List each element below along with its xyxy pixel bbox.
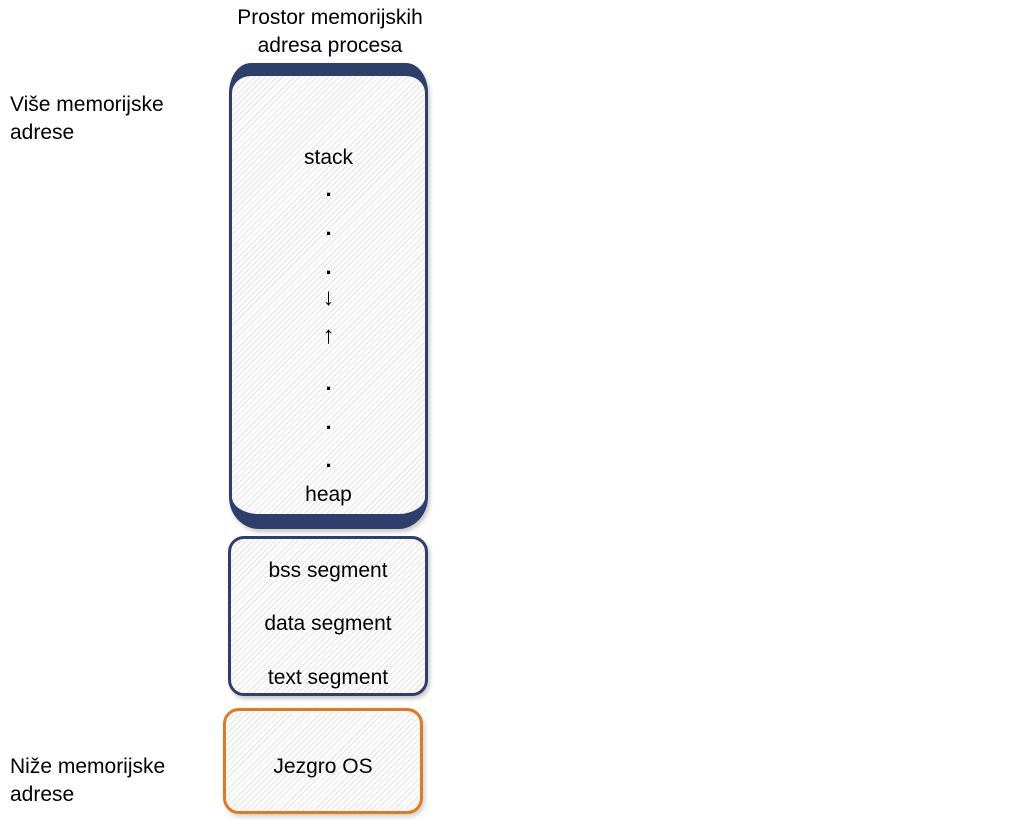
ellipsis-dot: . [325,409,332,434]
stack-growth-arrow: ↓ [322,284,335,311]
ellipsis-dot: . [325,176,332,201]
ellipsis-dot: . [325,254,332,279]
stack-heap-region: stack . . . ↓ ↑ . . . heap [229,63,428,529]
higher-addresses-label: Više memorijske adrese [10,93,164,144]
kernel-label: Jezgro OS [273,755,373,778]
stack-label: stack [303,146,353,169]
program-segments-region: bss segment data segment text segment [228,536,428,696]
heap-growth-arrow: ↑ [322,322,335,349]
text-segment-label: text segment [267,666,389,689]
bss-segment-label: bss segment [268,559,388,582]
lower-addresses-label: Niže memorijske adrese [10,755,166,806]
diagram-title: Prostor memorijskih adresa procesa [237,6,423,57]
kernel-region: Jezgro OS [223,708,423,814]
data-segment-label: data segment [264,612,392,635]
ellipsis-dot: . [325,215,332,240]
ellipsis-dot: . [325,370,332,395]
ellipsis-dot: . [325,447,332,472]
heap-label: heap [305,483,352,506]
